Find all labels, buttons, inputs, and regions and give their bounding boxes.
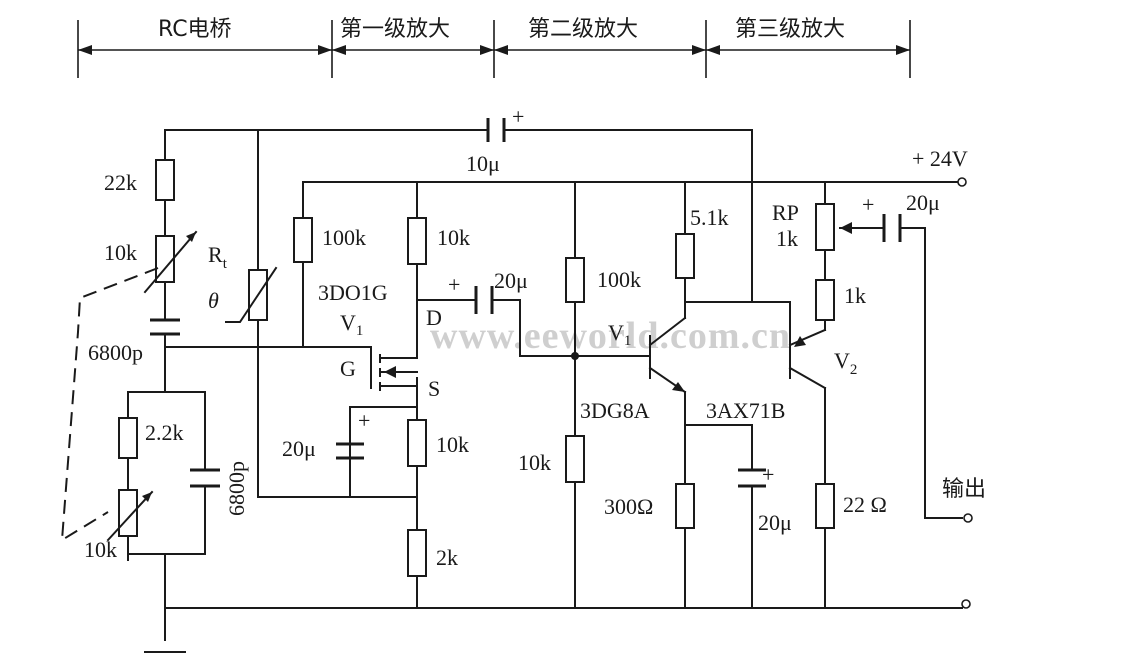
fet-3do1g — [370, 354, 418, 391]
label-q1-type: 3DG8A — [580, 398, 650, 423]
label-10u-plus: + — [512, 104, 524, 129]
resistor-10k-base — [565, 435, 585, 483]
label-22-ohm: 22 Ω — [843, 492, 887, 517]
label-10k-drain: 10k — [437, 225, 470, 250]
section-label-stage3: 第三级放大 — [735, 17, 845, 42]
resistor-10k-source — [407, 419, 427, 467]
potentiometer-rp — [815, 203, 835, 251]
label-fet-d: D — [426, 305, 442, 330]
label-2-2k: 2.2k — [145, 420, 184, 445]
label-rp-value: 1k — [776, 226, 798, 251]
resistor-100k-base — [565, 257, 585, 303]
label-300-ohm: 300Ω — [604, 494, 653, 519]
label-10k-base: 10k — [518, 450, 551, 475]
label-output: 输出 — [942, 477, 986, 502]
capacitor-6800p-shunt — [190, 468, 220, 488]
label-20u-emitter: 20μ — [758, 510, 792, 535]
ground-terminal — [961, 599, 971, 609]
resistor-1k — [815, 279, 835, 321]
label-5-1k: 5.1k — [690, 205, 729, 230]
label-supply: + 24V — [912, 146, 968, 171]
variable-arrows — [106, 222, 852, 542]
label-2k: 2k — [436, 545, 458, 570]
label-q2: V2 — [834, 348, 857, 378]
capacitor-20u-coupling1 — [474, 286, 494, 314]
junction-dots — [571, 352, 579, 360]
capacitor-20u-emitter — [738, 468, 766, 488]
resistor-10k-variable — [118, 489, 138, 537]
wires — [127, 129, 963, 653]
bjt-3dg8a — [648, 316, 687, 394]
label-100k-base: 100k — [597, 267, 641, 292]
resistor-300-ohm — [675, 483, 695, 529]
output-terminal — [963, 513, 973, 523]
label-22k: 22k — [104, 170, 137, 195]
label-fet-g: G — [340, 356, 356, 381]
label-10k-bridge: 10k — [104, 240, 137, 265]
capacitor-10u-feedback — [486, 118, 506, 142]
label-10k-source: 10k — [436, 432, 469, 457]
label-20u-emitter-plus: + — [762, 462, 774, 487]
label-20u-output-plus: + — [862, 192, 874, 217]
resistor-5-1k — [675, 233, 695, 279]
gang-link-dashed — [60, 267, 159, 542]
bjt-3ax71b — [788, 328, 827, 390]
label-20u-source: 20μ — [282, 436, 316, 461]
label-q1: V1 — [608, 320, 631, 349]
label-6800p-shunt: 6800p — [224, 461, 249, 516]
watermark: www.eeworld.com.cn — [430, 315, 791, 357]
label-20u-output: 20μ — [906, 190, 940, 215]
label-100k-gate: 100k — [322, 225, 366, 250]
resistor-22k — [155, 159, 175, 201]
capacitor-6800p-series — [150, 318, 180, 336]
resistor-22-ohm — [815, 483, 835, 529]
label-theta: θ — [208, 288, 219, 313]
label-q2-type: 3AX71B — [706, 398, 785, 423]
label-20u-coupling1-plus: + — [448, 272, 460, 297]
label-6800p-series: 6800p — [88, 340, 143, 365]
label-fet-type: 3DO1G — [318, 280, 388, 305]
resistor-100k-gate — [293, 217, 313, 263]
label-fet-s: S — [428, 376, 440, 401]
label-10k-variable: 10k — [84, 537, 117, 562]
resistor-10k-drain — [407, 217, 427, 265]
resistor-2k — [407, 529, 427, 577]
label-10u-feedback: 10μ — [466, 151, 500, 176]
supply-terminal — [957, 177, 967, 187]
label-rp: RP — [772, 200, 799, 225]
section-label-stage2: 第二级放大 — [528, 17, 638, 42]
label-1k: 1k — [844, 283, 866, 308]
label-20u-coupling1: 20μ — [494, 268, 528, 293]
section-dimension-line — [77, 20, 911, 78]
label-20u-source-plus: + — [358, 408, 370, 433]
section-label-rc-bridge: RC电桥 — [158, 17, 232, 42]
capacitor-20u-output — [882, 214, 902, 242]
resistor-2-2k — [118, 417, 138, 459]
label-rt: Rt — [208, 242, 228, 272]
section-label-stage1: 第一级放大 — [340, 17, 450, 42]
label-fet-v1: V1 — [340, 310, 363, 339]
